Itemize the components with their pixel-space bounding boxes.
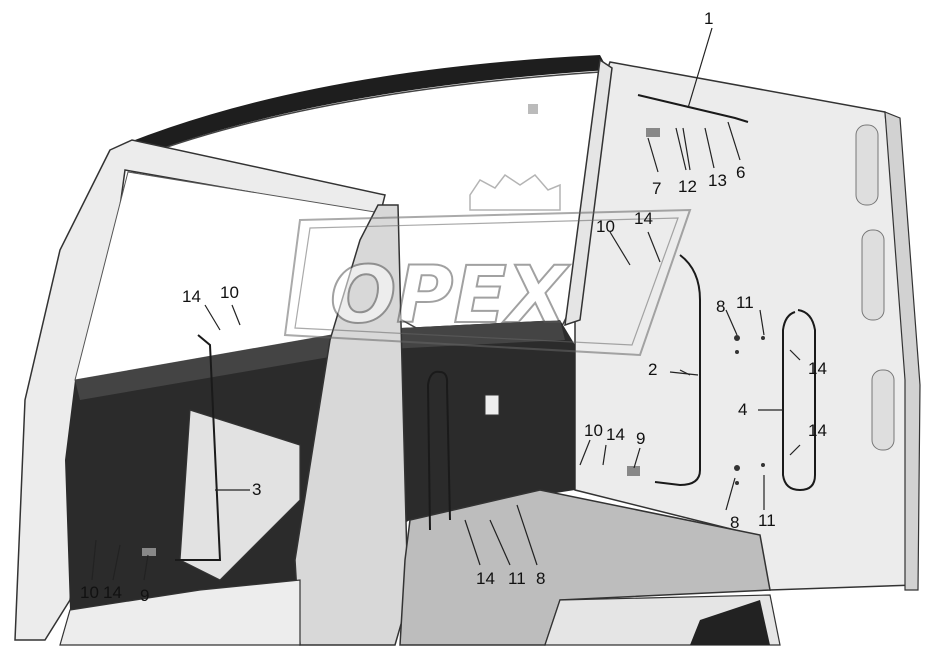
- callout-13: 13: [708, 171, 727, 190]
- fastener: [761, 336, 765, 340]
- callout-3: 3: [252, 480, 261, 499]
- callout-14: 14: [103, 583, 122, 602]
- pillar-grab-handle: [426, 370, 451, 531]
- callout-9: 9: [140, 586, 149, 605]
- rear-wall-recess-1: [855, 124, 879, 206]
- fastener: [735, 350, 739, 354]
- callout-14: 14: [808, 421, 827, 440]
- callouts: 1 2 3 4 6 7 12 13 10 14 14 10 8 11 14 14…: [80, 9, 827, 605]
- seat-panel: [179, 409, 301, 581]
- callout-12: 12: [678, 177, 697, 196]
- callout-8: 8: [730, 513, 739, 532]
- clip-9b: [142, 548, 156, 556]
- callout-4: 4: [738, 400, 747, 419]
- a-pillar-right: [564, 58, 613, 327]
- callout-14: 14: [634, 209, 653, 228]
- rear-wall-recess-2: [861, 229, 885, 321]
- callout-11: 11: [758, 511, 776, 530]
- callout-8: 8: [536, 569, 545, 588]
- callout-14: 14: [606, 425, 625, 444]
- callout-10: 10: [220, 283, 239, 302]
- callout-6: 6: [736, 163, 745, 182]
- fastener: [761, 463, 765, 467]
- clip-7: [646, 128, 660, 137]
- callout-10: 10: [80, 583, 99, 602]
- watermark: OPEX: [283, 173, 692, 357]
- callout-10: 10: [584, 421, 603, 440]
- handrail-2: [654, 254, 701, 487]
- fastener: [734, 465, 740, 471]
- callout-10: 10: [596, 217, 615, 236]
- handrail-4: [782, 309, 816, 492]
- handrail-3: [175, 334, 222, 561]
- fastener: [734, 335, 740, 341]
- step-dark: [690, 600, 770, 645]
- bracket-sm: [528, 104, 538, 114]
- clip-9a: [627, 466, 640, 476]
- callout-7: 7: [652, 179, 661, 198]
- dashboard-top: [75, 320, 565, 400]
- rear-wall-recess-3: [871, 369, 895, 451]
- callout-9: 9: [636, 429, 645, 448]
- callout-14: 14: [808, 359, 827, 378]
- callout-2: 2: [648, 360, 657, 379]
- callout-11: 11: [736, 293, 754, 312]
- fastener: [735, 481, 739, 485]
- callout-1: 1: [704, 9, 713, 28]
- roof-handrail: [637, 94, 749, 123]
- leader-lines: [91, 27, 801, 581]
- callout-11: 11: [508, 569, 526, 588]
- floor-left: [59, 579, 301, 646]
- rear-wall-flange: [884, 111, 921, 591]
- callout-14: 14: [476, 569, 495, 588]
- callout-8: 8: [716, 297, 725, 316]
- watermark-text: OPEX: [330, 251, 571, 341]
- callout-14: 14: [182, 287, 201, 306]
- bracket: [484, 394, 500, 416]
- roof-header-seal: [110, 55, 608, 165]
